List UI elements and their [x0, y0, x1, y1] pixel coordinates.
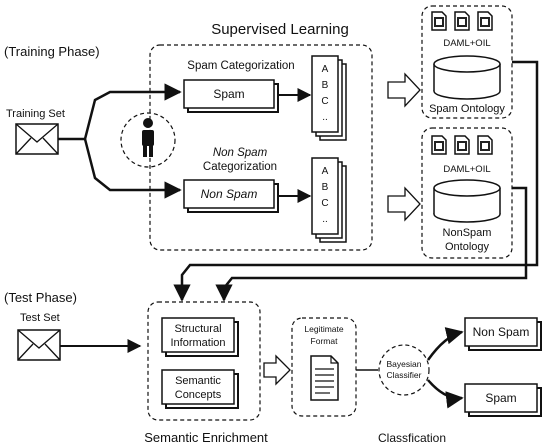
nonspam-categorization-label: Non Spam	[213, 147, 268, 159]
test-envelope-icon	[17, 329, 61, 361]
nonspam-categorization-label-2: Categorization	[203, 161, 277, 173]
daml-oil-doc-icon	[431, 11, 493, 31]
human-supervisor-circle	[120, 112, 176, 168]
bayesian-classifier-label: Bayesian	[387, 359, 422, 369]
block-arrow-nonspam	[387, 186, 421, 222]
training-branch-line-lower	[83, 138, 182, 199]
semantic-concepts-text: Semantic	[175, 375, 221, 387]
bayesian-classifier-circle	[378, 344, 430, 396]
person-icon	[142, 118, 154, 157]
spam-categorization-label: Spam Categorization	[187, 60, 294, 72]
spam-ontology-database-icon	[433, 55, 501, 100]
svg-text:B: B	[322, 182, 329, 193]
nonspam-documents-icon: A B C ..	[311, 157, 347, 243]
training-set-label: Training Set	[6, 108, 65, 120]
document-icon	[310, 355, 339, 401]
training-envelope-icon	[15, 123, 59, 155]
bayesian-classifier-label-2: Classifier	[387, 370, 422, 380]
svg-text:..: ..	[322, 214, 328, 225]
block-arrow-spam	[387, 72, 421, 108]
nonspam-ontology-database-icon	[433, 179, 501, 223]
daml-oil-label-2: DAML+OIL	[443, 164, 490, 175]
classification-label: Classfication	[378, 431, 446, 445]
svg-text:C: C	[321, 198, 328, 209]
legitimate-format-box	[291, 317, 357, 417]
spam-ontology-label: Spam Ontology	[429, 103, 505, 115]
semantic-enrichment-box	[147, 301, 261, 421]
legitimate-format-label-2: Format	[311, 336, 339, 346]
training-branch-line	[58, 83, 182, 141]
legitimate-format-label: Legitimate	[304, 324, 343, 334]
training-phase-label: (Training Phase)	[4, 44, 100, 59]
svg-text:C: C	[321, 96, 328, 107]
nonspam-ontology-label: NonSpam	[443, 227, 492, 239]
nonspam-ontology-feedback-line	[215, 186, 528, 302]
semantic-concepts-box	[161, 369, 235, 405]
daml-oil-label-1: DAML+OIL	[443, 38, 490, 49]
daml-oil-doc-icon-2	[431, 135, 493, 155]
nonspam-ontology-label-2: Ontology	[445, 241, 490, 253]
nonspam-category-box	[183, 179, 275, 209]
supervised-learning-title: Supervised Learning	[211, 21, 349, 38]
svg-text:B: B	[322, 80, 329, 91]
result-spam-box	[464, 383, 538, 413]
spam-category-box	[183, 79, 275, 109]
nonspam-ontology-box	[421, 127, 513, 259]
test-set-label: Test Set	[20, 312, 60, 324]
svg-text:..: ..	[322, 112, 328, 123]
spam-ontology-box	[421, 5, 513, 119]
spam-category-text: Spam	[213, 87, 244, 101]
spam-documents-icon: A B C ..	[311, 55, 347, 141]
test-phase-label: (Test Phase)	[4, 290, 77, 305]
block-arrow-legitimate	[263, 354, 291, 386]
svg-text:A: A	[322, 64, 329, 75]
to-nonspam-arrow	[426, 327, 464, 361]
structural-information-box	[161, 317, 235, 353]
result-spam-text: Spam	[485, 391, 516, 405]
semantic-enrichment-label: Semantic Enrichment	[144, 430, 268, 445]
structural-information-text-2: Information	[170, 337, 225, 349]
result-nonspam-text: Non Spam	[473, 325, 530, 339]
spam-ontology-feedback-line	[173, 60, 539, 302]
semantic-concepts-text-2: Concepts	[175, 389, 222, 401]
to-spam-arrow	[427, 379, 464, 409]
result-nonspam-box	[464, 317, 538, 347]
structural-information-text: Structural	[174, 323, 221, 335]
nonspam-category-text: Non Spam	[201, 187, 258, 201]
svg-text:A: A	[322, 166, 329, 177]
